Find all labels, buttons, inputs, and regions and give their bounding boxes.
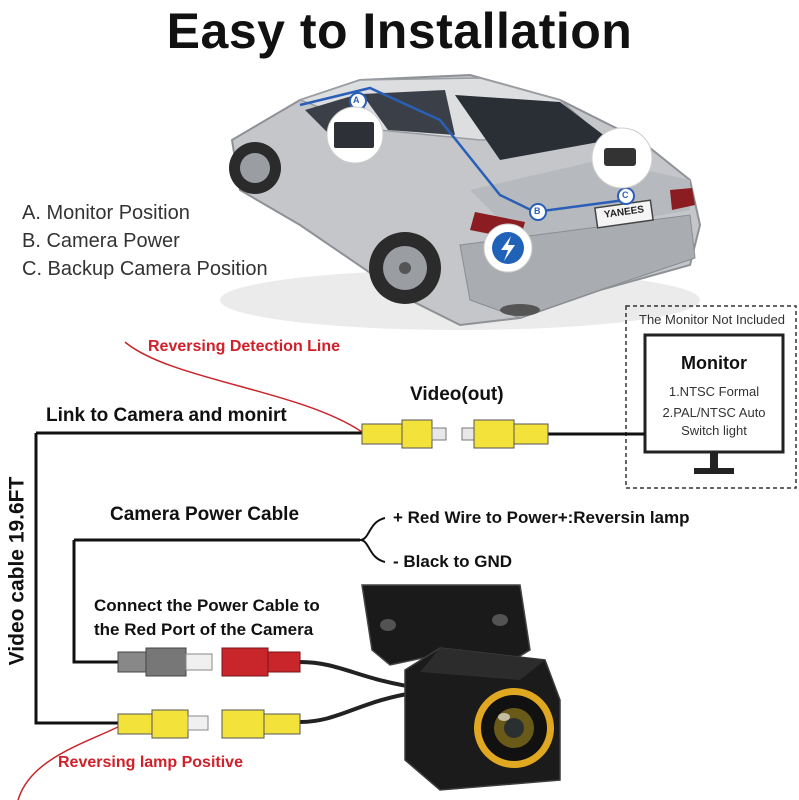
monitor-spec-3: Switch light <box>681 423 747 438</box>
link-camera-label: Link to Camera and monirt <box>46 405 287 426</box>
car-marker-c: C <box>622 190 629 200</box>
car-illustration <box>220 73 702 330</box>
connect-power-label-line1: Connect the Power Cable to <box>94 596 320 615</box>
reversing-detection-line-label: Reversing Detection Line <box>148 338 341 355</box>
rca-connector-link-left <box>361 419 447 449</box>
monitor-base <box>694 468 734 474</box>
monitor-stand <box>710 452 718 468</box>
monitor-dashed-frame <box>625 305 797 489</box>
video-out-label: Video(out) <box>410 384 504 405</box>
monitor-not-included-note: The Monitor Not Included <box>639 312 785 327</box>
car-marker-a: A <box>353 95 360 105</box>
monitor-title: Monitor <box>681 353 747 373</box>
legend-camera-power: B. Camera Power <box>22 230 180 252</box>
monitor-spec-1: 1.NTSC Formal <box>668 384 760 399</box>
backup-camera <box>361 584 561 791</box>
reversing-lamp-positive-label: Reversing lamp Positive <box>58 754 243 771</box>
camera-power-cable-label: Camera Power Cable <box>110 504 300 525</box>
video-cable-length-label: Video cable 19.6FT <box>5 476 29 666</box>
monitor-spec-2: 2.PAL/NTSC Auto <box>662 405 766 420</box>
rca-connector-video-out <box>461 419 549 449</box>
legend-backup-camera-position: C. Backup Camera Position <box>22 258 268 280</box>
connect-power-label-line2: the Red Port of the Camera <box>94 620 314 639</box>
rca-connector-bottom-left <box>117 709 209 739</box>
car-marker-b: B <box>534 206 541 216</box>
legend-monitor-position: A. Monitor Position <box>22 202 190 224</box>
power-connector-grey <box>117 647 213 677</box>
red-wire-label: + Red Wire to Power+:Reversin lamp <box>393 508 690 527</box>
rca-connector-bottom-right <box>221 709 301 739</box>
page-title: Easy to Installation <box>166 3 633 59</box>
black-wire-label: - Black to GND <box>393 552 513 571</box>
power-connector-red <box>221 647 301 677</box>
